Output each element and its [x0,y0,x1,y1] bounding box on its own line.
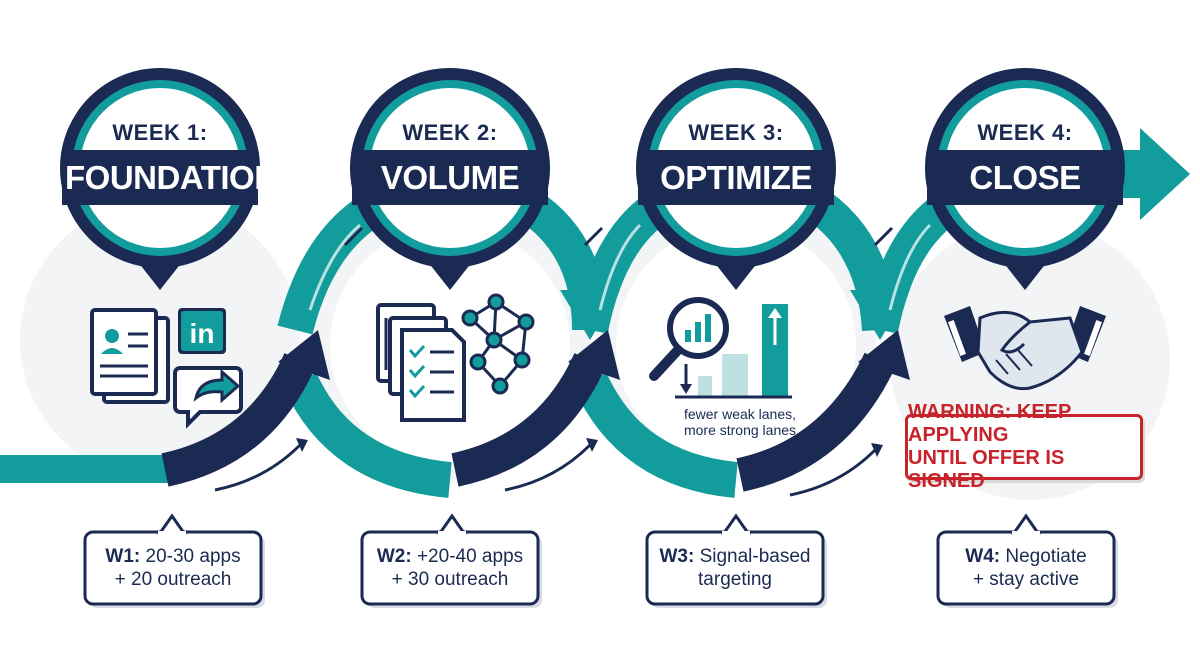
bar-chart-up-icon [675,304,792,399]
callout-box-3 [645,513,827,608]
week-badges [60,68,1125,290]
callout-week-2-line-2: + 30 outreach [391,569,509,590]
callout-box-1 [83,513,265,608]
callout-week-3-line-2: targeting [698,569,772,590]
callout-week-1-bold: W1: [105,546,141,567]
week-1-label: WEEK 1: [112,120,208,145]
navy-arcs [161,352,896,492]
callout-week-1-line-1: W1: 20-30 apps [85,545,261,568]
callout-week-4-line-2: + stay active [972,569,1080,590]
callout-week-1-text: 20-30 apps [140,546,241,567]
thin-arrows [214,226,894,497]
badge-week-4 [925,68,1125,290]
badge-week-3 [636,68,836,290]
badge-week-2 [350,68,550,290]
callout-week-2: W2: +20-40 apps + 30 outreach [362,545,538,591]
optimize-note-line-1: fewer weak lanes, [683,406,797,422]
callout-box-4 [936,513,1118,608]
resume-icon [90,308,170,404]
badge-week-1 [60,68,260,290]
optimize-note-line-2: more strong lanes [683,422,797,438]
callout-week-3-line-1: W3: Signal-based [647,545,823,568]
share-message-icon [173,366,243,429]
navy-arrowheads [278,330,910,380]
callout-week-2-bold: W2: [376,546,412,567]
warning-line-1: WARNING: KEEP APPLYING [908,401,1071,446]
optimize-note: fewer weak lanes, more strong lanes [660,406,820,438]
svg-text:in: in [190,318,215,349]
callout-week-3-bold: W3: [659,546,695,567]
magnifier-chart-icon [649,297,729,381]
callout-box-2 [360,513,542,608]
week-3-title: OPTIMIZE [660,159,812,196]
network-icon [461,293,535,395]
warning-box: WARNING: KEEP APPLYING UNTIL OFFER IS SI… [905,401,1143,492]
thin-arrowheads [296,438,883,457]
callout-week-4-bold: W4: [965,546,1001,567]
week-3-label: WEEK 3: [688,120,784,145]
callout-week-2-text: +20-40 apps [411,546,524,567]
week-2-label: WEEK 2: [402,120,498,145]
week-4-title: CLOSE [969,159,1081,196]
callout-week-1-line-2: + 20 outreach [114,569,232,590]
callout-week-1: W1: 20-30 apps + 20 outreach [85,545,261,591]
warning-line-2: UNTIL OFFER IS SIGNED [908,447,1065,492]
callout-week-4: W4: Negotiate + stay active [938,545,1114,591]
callout-week-2-line-1: W2: +20-40 apps [362,545,538,568]
teal-highlights [308,223,932,311]
checklist-icon [400,328,466,422]
callout-week-3: W3: Signal-based targeting [647,545,823,591]
start-bar [0,455,170,483]
handshake-icon [944,306,1106,391]
week-4-label: WEEK 4: [977,120,1073,145]
callout-week-4-line-1: W4: Negotiate [938,545,1114,568]
callout-boxes [83,513,1118,608]
week-1-title: FOUNDATION [65,159,278,196]
callout-week-3-text: Signal-based [694,546,811,567]
week-2-title: VOLUME [380,159,520,196]
linkedin-icon: in [178,308,226,354]
callout-week-4-text: Negotiate [1000,546,1087,567]
